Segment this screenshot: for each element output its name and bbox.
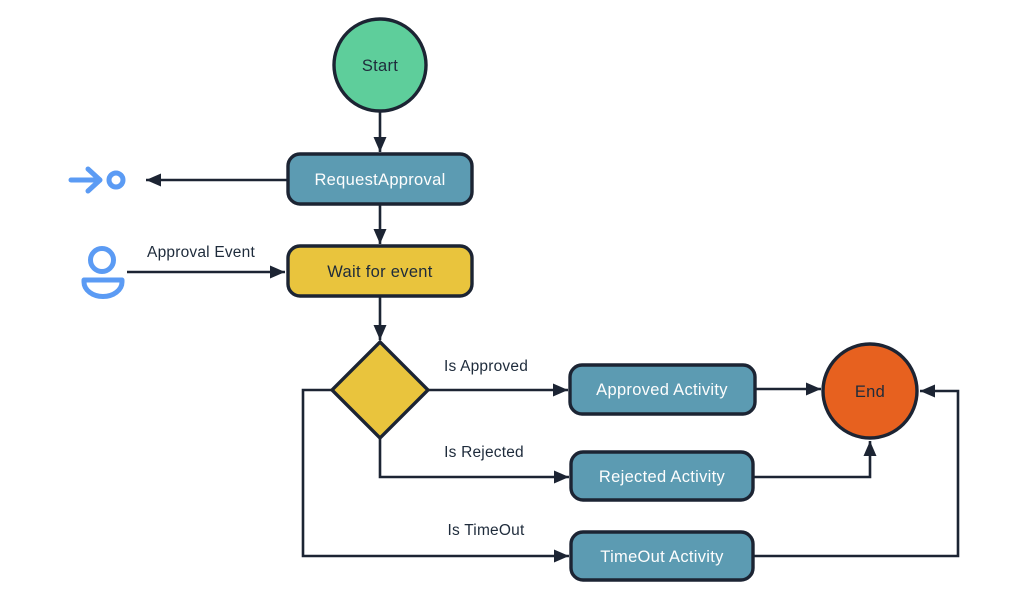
send-endpoint-circle [106, 170, 126, 190]
edge-rejected-to-end [754, 441, 877, 479]
edge-timeout-to-end [754, 384, 960, 558]
timeout-activity-label: TimeOut Activity [600, 548, 724, 566]
rejected-activity-label: Rejected Activity [599, 468, 726, 486]
edge-labels: Approval Event Is Approved Is Rejected I… [147, 244, 528, 539]
start-label: Start [362, 57, 398, 75]
send-arrow-head [85, 166, 103, 194]
request-approval-box [286, 152, 474, 206]
approved-activity-label: Approved Activity [596, 381, 728, 399]
is-timeout-label: Is TimeOut [448, 522, 525, 539]
send-to-endpoint-icon [68, 166, 126, 194]
wait-for-event-box [286, 244, 474, 298]
node-decision-gateway [329, 339, 431, 441]
end-circle [821, 342, 919, 440]
is-approved-label: Is Approved [444, 358, 528, 375]
node-end: End [821, 342, 919, 440]
person-icon [81, 246, 125, 299]
approval-event-label: Approval Event [147, 244, 255, 261]
is-rejected-label: Is Rejected [444, 444, 524, 461]
node-start: Start [332, 17, 428, 113]
start-circle [332, 17, 428, 113]
edge-decision-to-rejected [378, 439, 569, 484]
node-rejected-activity: Rejected Activity [569, 450, 755, 502]
edge-decision-to-timeout [301, 388, 569, 563]
request-approval-label: RequestApproval [314, 171, 445, 189]
timeout-activity-box [569, 530, 755, 582]
end-label: End [855, 383, 885, 401]
node-request-approval: RequestApproval [286, 152, 474, 206]
node-wait-for-event: Wait for event [286, 244, 474, 298]
node-timeout-activity: TimeOut Activity [569, 530, 755, 582]
wait-for-event-label: Wait for event [327, 263, 432, 281]
rejected-activity-box [569, 450, 755, 502]
person-head [88, 246, 116, 274]
approved-activity-box [568, 363, 757, 416]
edges [127, 112, 960, 563]
node-approved-activity: Approved Activity [568, 363, 757, 416]
decision-diamond [329, 339, 431, 441]
person-body [81, 277, 125, 299]
